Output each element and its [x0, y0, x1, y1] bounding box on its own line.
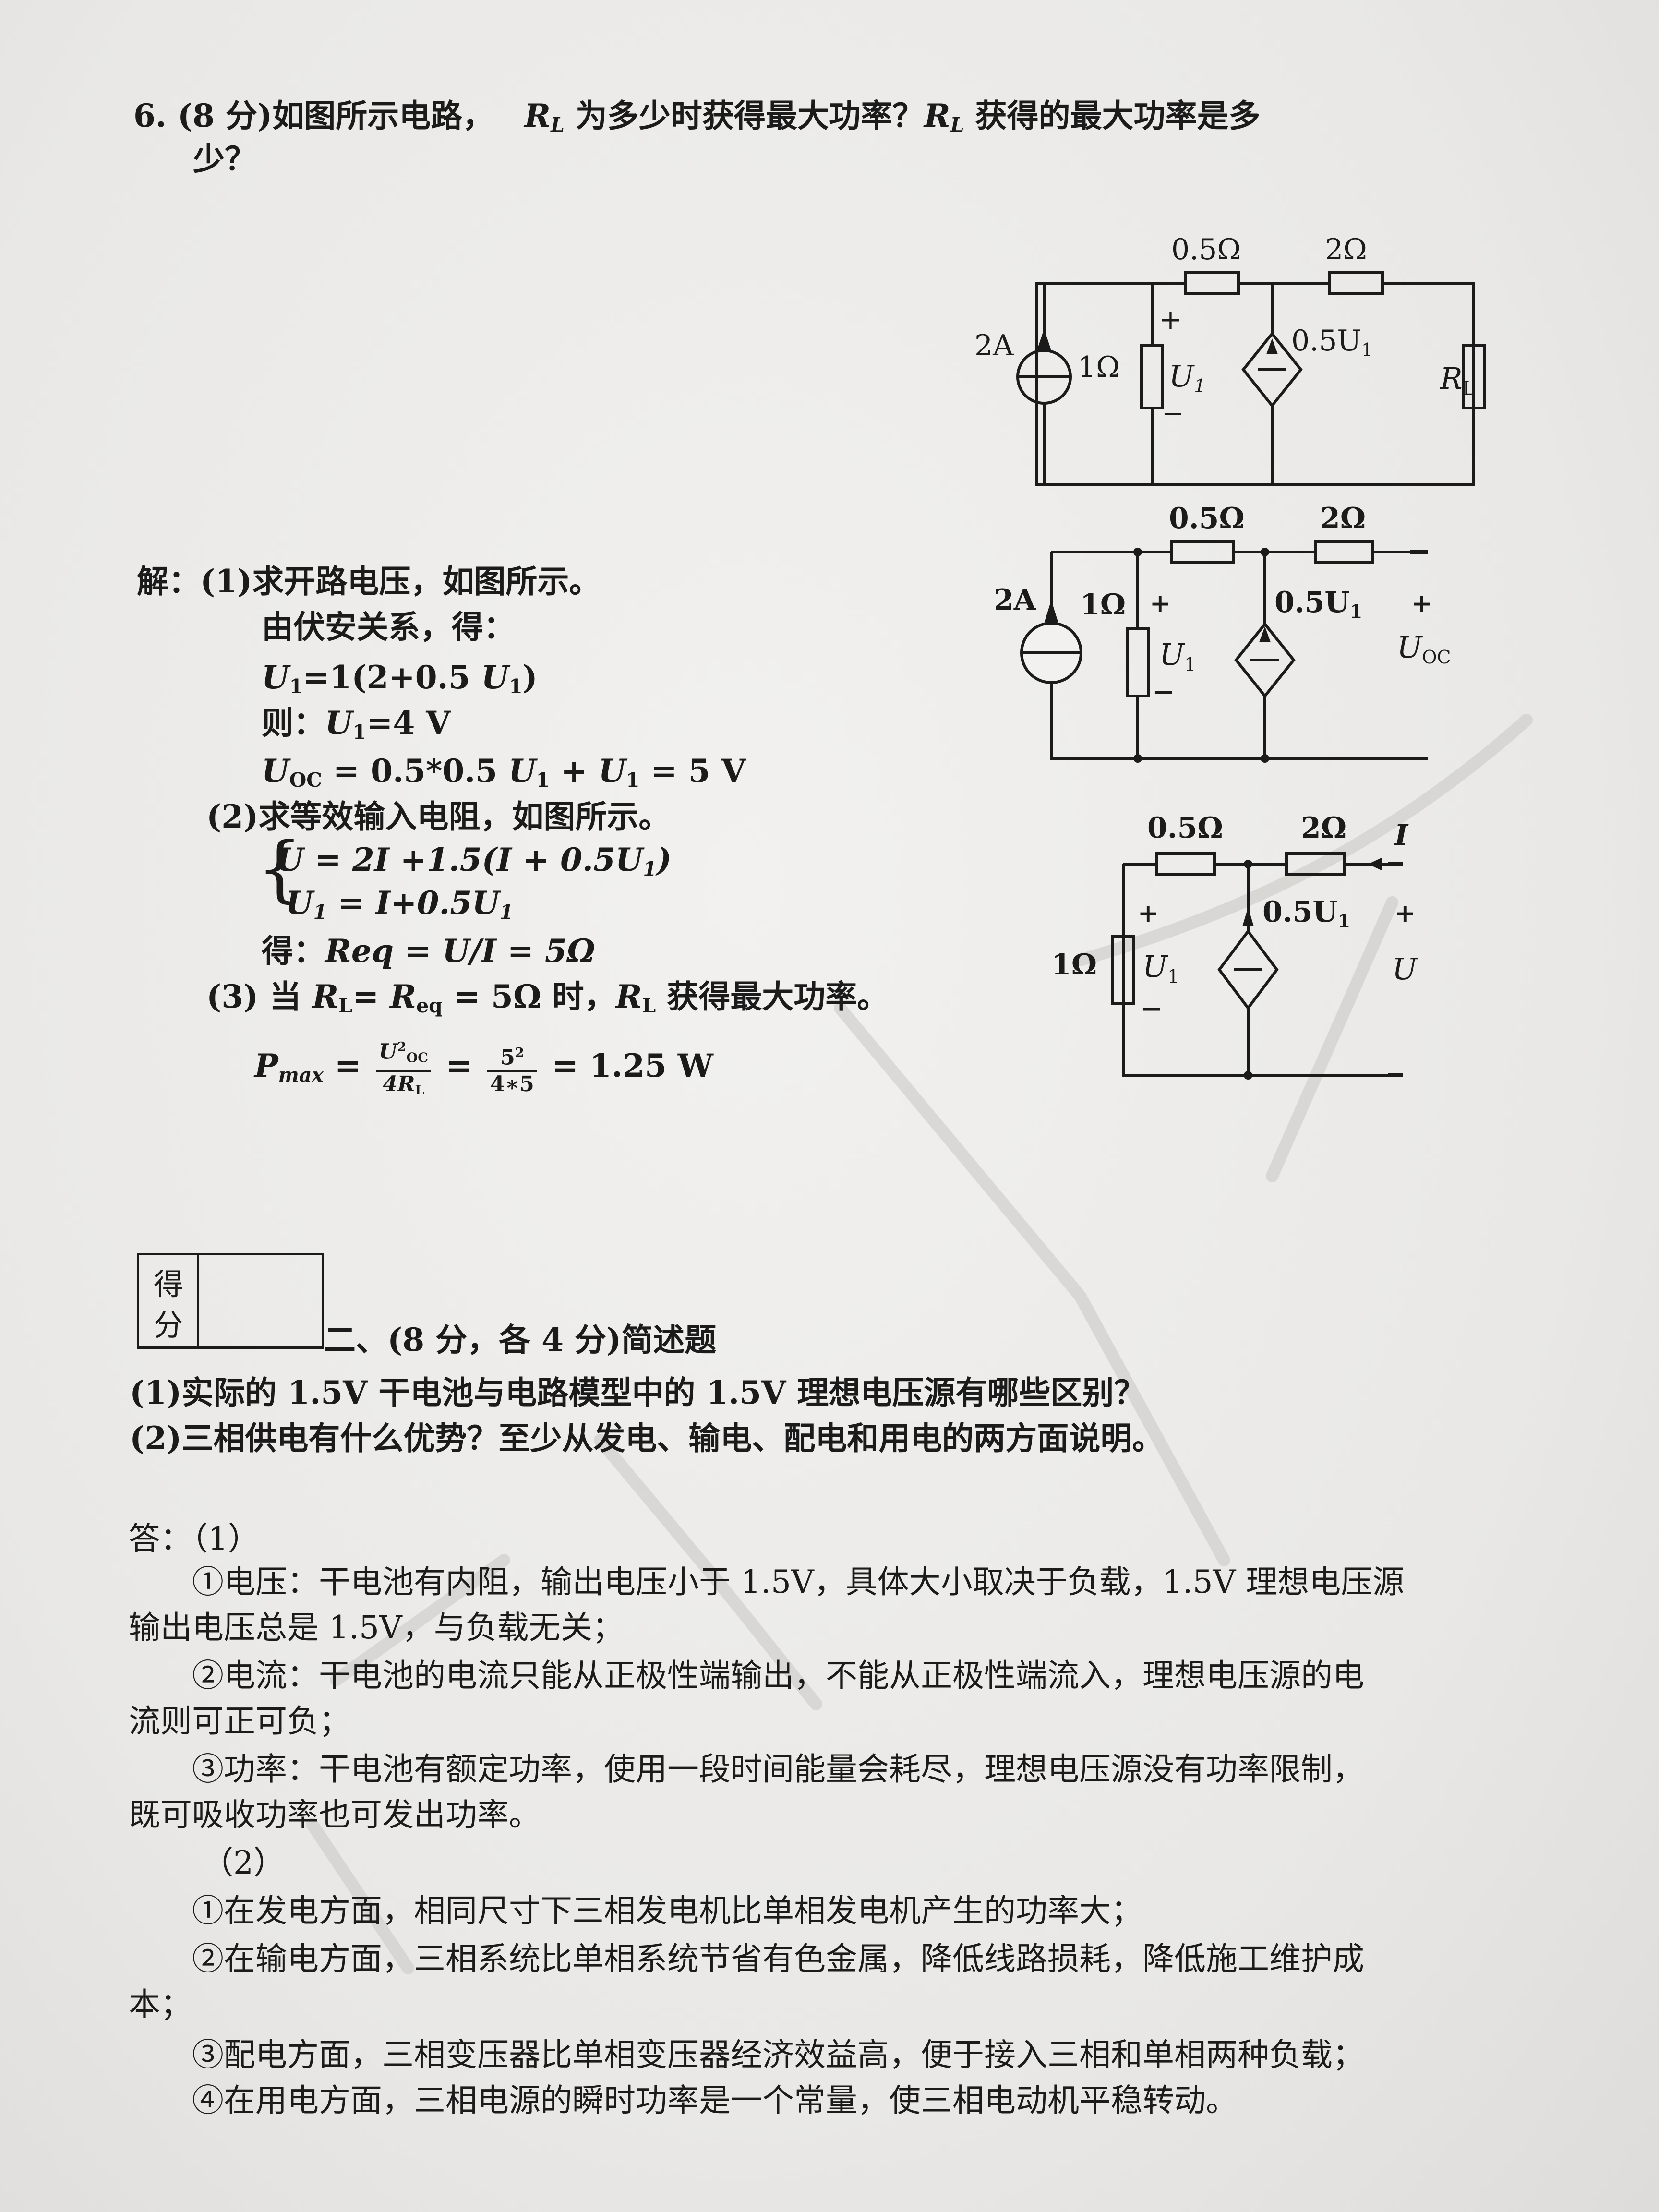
svg-text:+: + [1150, 589, 1171, 618]
svg-text:0.5U1: 0.5U1 [1274, 586, 1362, 622]
svg-text:0.5U1: 0.5U1 [1262, 895, 1350, 932]
score-label-cell: 得 分 [139, 1255, 199, 1346]
svg-text:0.5U1: 0.5U1 [1291, 324, 1373, 361]
answer2-transmission-l2: 本； [129, 1986, 192, 2023]
svg-text:+: + [1411, 589, 1432, 618]
svg-text:U1: U1 [1169, 359, 1205, 397]
answer1-power-l1: ③功率：干电池有额定功率，使用一段时间能量会耗尽，理想电压源没有功率限制， [192, 1751, 1364, 1788]
svg-text:1Ω: 1Ω [1051, 948, 1097, 982]
svg-text:U: U [1392, 951, 1418, 986]
section2-question-2: (2)三相供电有什么优势？至少从发电、输电、配电和用电的两方面说明。 [130, 1419, 1164, 1457]
svg-text:U1: U1 [1159, 637, 1196, 675]
problem6-line2: 少？ [193, 140, 256, 178]
circuit-original: 0.5Ω 2Ω 2A 1Ω + − U1 0.5U1 RL [974, 233, 1486, 486]
svg-text:2Ω: 2Ω [1325, 233, 1367, 266]
solution-pmax: Pmax = U2OC 4RL = 52 4∗5 = 1.25 W [254, 1034, 713, 1104]
answer2-distribution: ③配电方面，三相变压器比单相变压器经济效益高，便于接入三相和单相两种负载； [192, 2036, 1364, 2073]
problem6-line1: 6. (8 分)如图所示电路， RL 为多少时获得最大功率？RL 获得的最大功率… [133, 97, 1261, 137]
answer-part2-label: （2） [202, 1844, 285, 1881]
svg-text:+: + [1395, 899, 1416, 928]
svg-text:UOC: UOC [1397, 630, 1451, 668]
svg-text:−: − [1162, 398, 1184, 429]
svg-text:2A: 2A [994, 583, 1037, 617]
answer1-current-l2: 流则可正可负； [129, 1703, 350, 1740]
svg-text:−: − [1140, 993, 1163, 1024]
answer1-power-l2: 既可吸收功率也可发出功率。 [129, 1796, 541, 1833]
answer2-consumption: ④在用电方面，三相电源的瞬时功率是一个常量，使三相电动机平稳转动。 [192, 2082, 1238, 2119]
svg-text:1Ω: 1Ω [1078, 350, 1120, 384]
svg-text:2A: 2A [974, 329, 1014, 362]
solution-req: 得：Req = U/I = 5Ω [262, 932, 595, 970]
svg-text:1Ω: 1Ω [1080, 588, 1126, 622]
svg-text:2Ω: 2Ω [1320, 504, 1366, 535]
svg-text:RL: RL [1440, 361, 1475, 399]
svg-text:−: − [1152, 676, 1175, 708]
svg-text:0.5Ω: 0.5Ω [1171, 233, 1241, 266]
svg-text:0.5Ω: 0.5Ω [1147, 811, 1223, 845]
solution-uoc: UOC = 0.5*0.5 U1 + U1 = 5 V [262, 752, 746, 792]
circuit-open-circuit: 0.5Ω 2Ω 2A 1Ω + − U1 0.5U1 + UOC [994, 504, 1451, 763]
solution-label: 解：(1)求开路电压，如图所示。 [137, 563, 601, 600]
answer2-transmission-l1: ②在输电方面，三相系统比单相系统节省有色金属，降低线路损耗，降低施工维护成 [192, 1940, 1364, 1977]
circuit-equivalent-resistance: 0.5Ω 2Ω I + − 1Ω U1 0.5U1 + U [1051, 811, 1418, 1080]
svg-text:U1: U1 [1142, 949, 1179, 987]
solution-part2: (2)求等效输入电阻，如图所示。 [206, 798, 671, 835]
answer1-current-l1: ②电流：干电池的电流只能从正极性端输出，不能从正极性端流入，理想电压源的电 [192, 1657, 1364, 1694]
svg-text:0.5Ω: 0.5Ω [1169, 504, 1245, 535]
answer2-generation: ①在发电方面，相同尺寸下三相发电机比单相发电机产生的功率大； [192, 1892, 1142, 1929]
section2-question-1: (1)实际的 1.5V 干电池与电路模型中的 1.5V 理想电压源有哪些区别？ [130, 1374, 1146, 1411]
equation-1: U = 2I +1.5(I + 0.5U1) [276, 841, 672, 881]
solution-step1: 由伏安关系，得： [262, 608, 515, 646]
solution-part3: (3) 当 RL= Req = 5Ω 时，RL 获得最大功率。 [206, 978, 889, 1018]
section2-heading: 二、(8 分，各 4 分)简述题 [324, 1321, 717, 1358]
svg-text:+: + [1138, 899, 1159, 928]
svg-text:2Ω: 2Ω [1301, 811, 1346, 845]
answer1-voltage-l1: ①电压：干电池有内阻，输出电压小于 1.5V，具体大小取决于负载，1.5V 理想… [192, 1563, 1405, 1600]
equation-2: U1 = I+0.5U1 [286, 884, 514, 924]
equation-brace: { [257, 827, 303, 911]
answer-label: 答：（1） [129, 1520, 260, 1557]
svg-text:+: + [1159, 304, 1182, 336]
fraction-uoc: U2OC 4RL [376, 1034, 431, 1103]
svg-text:I: I [1394, 818, 1409, 852]
answer1-voltage-l2: 输出电压总是 1.5V，与负载无关； [129, 1609, 624, 1646]
score-box: 得 分 [137, 1253, 324, 1349]
fraction-numeric: 52 4∗5 [487, 1040, 537, 1097]
solution-u1-eq: U1=1(2+0.5 U1) [262, 659, 538, 698]
solution-u1-value: 则：U1=4 V [262, 704, 451, 744]
